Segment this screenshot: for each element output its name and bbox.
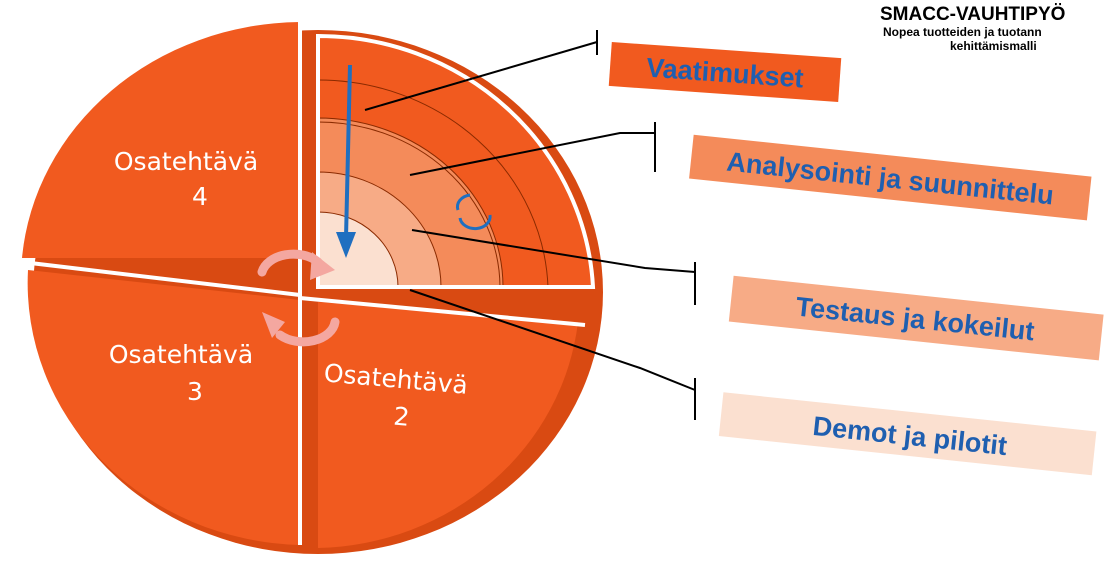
quadrant-2[interactable]: [318, 302, 578, 548]
quadrant-3[interactable]: [28, 270, 300, 545]
banner-analysointi[interactable]: Analysointi ja suunnittelu: [689, 135, 1091, 221]
banner-vaatimukset[interactable]: Vaatimukset: [609, 42, 842, 102]
title-subtitle-1: Nopea tuotteiden ja tuotann: [883, 25, 1042, 39]
banner-testaus[interactable]: Testaus ja kokeilut: [729, 276, 1104, 361]
banner-demot[interactable]: Demot ja pilotit: [719, 392, 1097, 475]
title-main: SMACC-VAUHTIPYÖ: [880, 4, 1065, 25]
title-subtitle-2: kehittämismalli: [950, 39, 1037, 53]
quadrant-4[interactable]: [22, 22, 300, 258]
